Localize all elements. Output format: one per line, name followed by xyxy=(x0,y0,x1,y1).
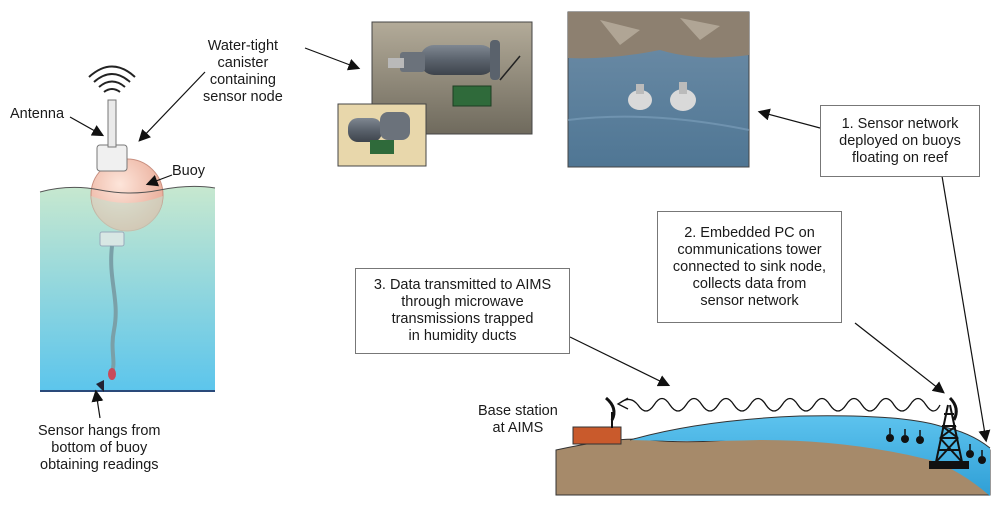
antenna-icon xyxy=(107,99,117,148)
step3-text: 3. Data transmitted to AIMS through micr… xyxy=(373,277,552,344)
step1-text: 1. Sensor network deployed on buoys floa… xyxy=(839,115,961,166)
sensor-hangs-label: Sensor hangs from bottom of buoy obtaini… xyxy=(38,423,161,473)
canister-label: Water-tight canister containing sensor n… xyxy=(203,38,283,105)
base-station-label: Base station at AIMS xyxy=(478,403,558,436)
sea xyxy=(630,415,990,496)
wave-icon xyxy=(88,65,136,93)
tower-icon xyxy=(929,396,969,469)
base-station-building xyxy=(572,426,622,445)
dish-icon xyxy=(605,396,616,428)
antenna-label: Antenna xyxy=(10,106,65,122)
buoy-label: Buoy xyxy=(172,163,206,179)
water-column xyxy=(40,186,215,391)
reef-buoys xyxy=(886,428,986,464)
step3-box: 3. Data transmitted to AIMS through micr… xyxy=(355,268,570,354)
step2-text: 2. Embedded PC on communications tower c… xyxy=(672,224,827,309)
step1-box: 1. Sensor network deployed on buoys floa… xyxy=(820,105,980,177)
sensor-icon xyxy=(108,368,116,380)
microwave-wave xyxy=(619,397,941,412)
step2-box: 2. Embedded PC on communications tower c… xyxy=(657,211,842,323)
